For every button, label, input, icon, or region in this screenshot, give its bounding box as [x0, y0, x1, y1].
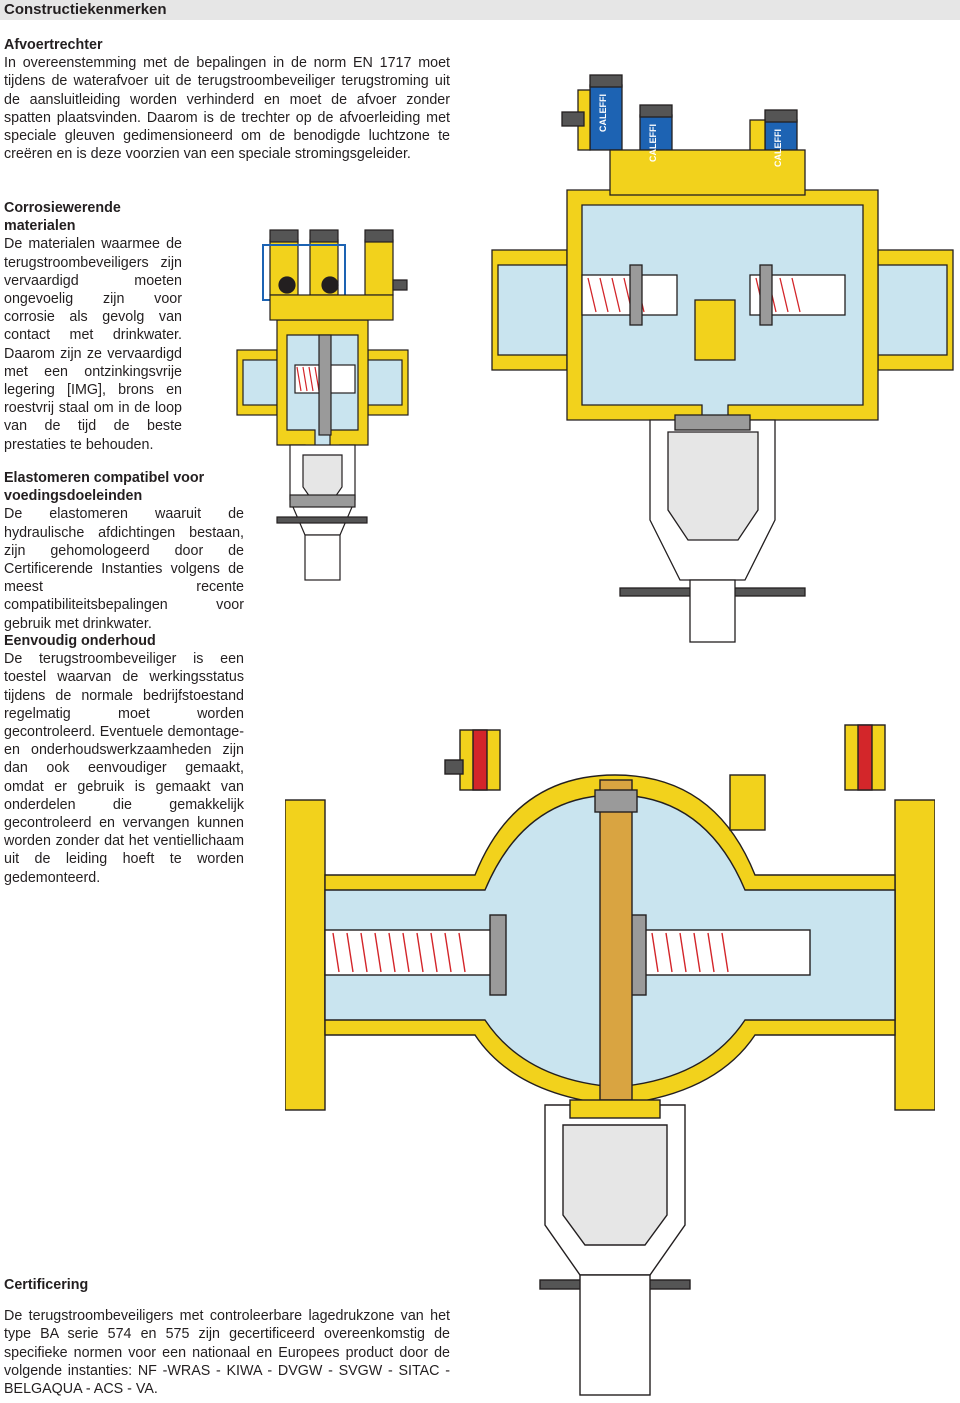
- section-body: De terugstroombeveiligers met controleer…: [4, 1308, 450, 1398]
- section-elastomeren: Elastomeren compatibel voor voedingsdoel…: [4, 469, 244, 633]
- small-valve-cross-section: [236, 229, 409, 581]
- page-title: Constructiekenmerken: [4, 1, 167, 18]
- section-afvoertrechter: Afvoertrechter In overeenstemming met de…: [4, 36, 450, 163]
- section-body: De terugstroombeveiliger is een toestel …: [4, 651, 244, 886]
- section-heading: Elastomeren compatibel voor voedingsdoel…: [4, 470, 205, 505]
- section-certificering: Certificering De terugstroombeveiligers …: [4, 1276, 450, 1398]
- section-heading: Afvoertrechter: [4, 37, 103, 53]
- section-heading: Eenvoudig onderhoud: [4, 633, 156, 649]
- brand-label: CALEFFI: [648, 124, 658, 162]
- section-heading: Certificering: [4, 1277, 89, 1293]
- brand-label: CALEFFI: [773, 129, 783, 167]
- section-body: De elastomeren waaruit de hydraulische a…: [4, 506, 244, 632]
- large-valve-cross-section: [285, 724, 935, 1396]
- section-heading: Corrosiewerende materialen: [4, 200, 121, 235]
- section-body: In overeenstemming met de bepalingen in …: [4, 55, 450, 163]
- section-body: De materialen waarmee de terugstroombeve…: [4, 236, 182, 453]
- medium-valve-cross-section: CALEFFI CALEFFI CALEFFI: [491, 74, 954, 643]
- page-header: Constructiekenmerken: [0, 0, 960, 20]
- section-eenvoudig-onderhoud: Eenvoudig onderhoud De terugstroombeveil…: [4, 632, 244, 887]
- section-corrosiewerende-materialen: Corrosiewerende materialen De materialen…: [4, 199, 182, 454]
- brand-label: CALEFFI: [598, 94, 608, 132]
